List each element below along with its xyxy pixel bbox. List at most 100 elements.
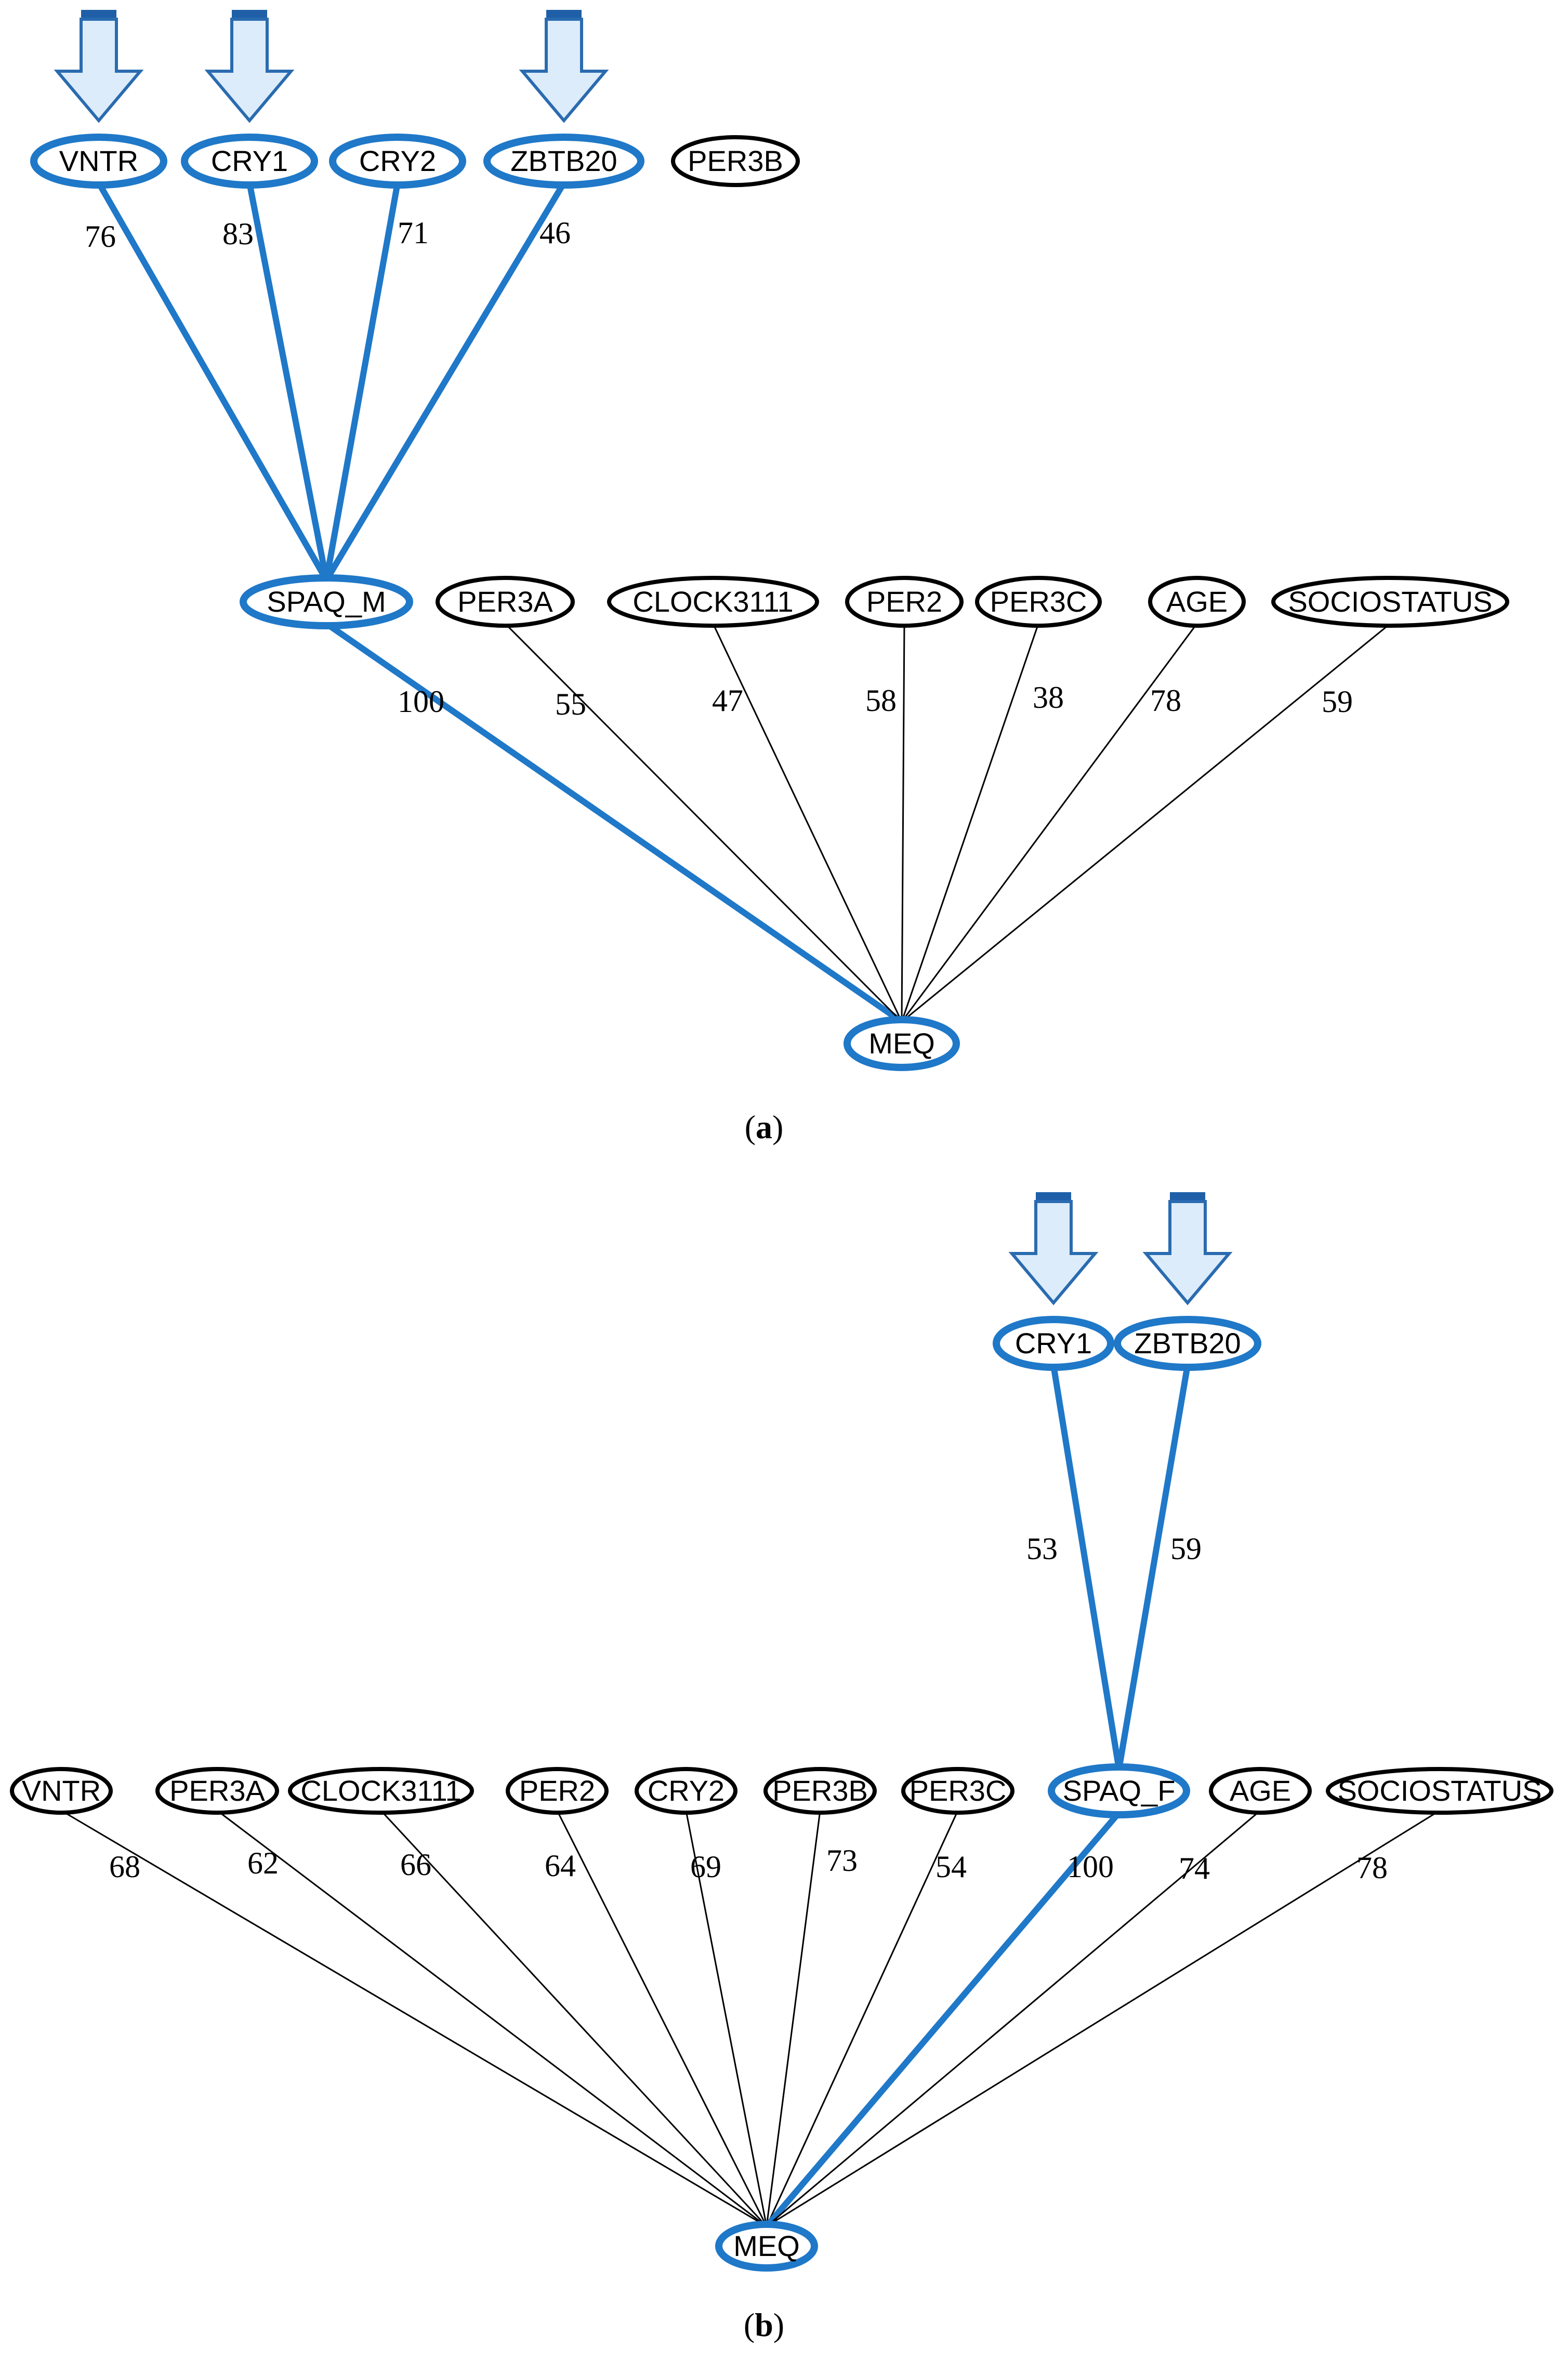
panel-b-caption: (b) — [744, 2306, 784, 2343]
panel-a-edge-weight-vntr-to-spaq-m: 76 — [85, 219, 116, 254]
panel-a-edge-per3c-to-meq — [901, 623, 1039, 1023]
arrows-layer — [54, 10, 1233, 1305]
panel-b-edge-zbtb20-to-spaq-f — [1116, 1362, 1191, 1772]
panel-a-caption: (a) — [745, 1109, 784, 1145]
edges-layer — [60, 180, 1441, 2229]
panel-b-node-zbtb20: ZBTB20 — [1114, 1316, 1261, 1371]
panel-a-node-cry1: CRY1 — [181, 134, 318, 189]
panel-a-edge-weight-cry2-to-spaq-m: 71 — [398, 216, 429, 250]
panel-a-node-label-cry2: CRY2 — [359, 144, 436, 177]
panel-b-edge-per3c-to-meq — [766, 1810, 959, 2227]
panel-a-node-label-vntr: VNTR — [59, 144, 138, 177]
panel-a-edge-weight-zbtb20-to-spaq-m: 46 — [539, 216, 571, 250]
panel-b-node-per3c: PER3C — [901, 1767, 1014, 1815]
panel-b-edge-weight-spaq-f-to-meq: 100 — [1067, 1850, 1114, 1884]
panel-b-node-label-per3b: PER3B — [772, 1774, 868, 1807]
panel-a-node-label-sociostatus: SOCIOSTATUS — [1288, 585, 1492, 618]
panel-b-node-label-sociostatus: SOCIOSTATUS — [1337, 1774, 1541, 1807]
panel-b-edge-weight-per3b-to-meq: 73 — [826, 1843, 858, 1878]
panel-a-node-per3b: PER3B — [671, 135, 800, 187]
panel-b-node-label-per2: PER2 — [519, 1774, 595, 1807]
panel-a-edge-cry2-to-spaq-m — [323, 180, 401, 583]
panel-a-node-zbtb20: ZBTB20 — [483, 134, 644, 189]
panel-b-node-spaq-f: SPAQ_F — [1048, 1763, 1190, 1818]
panel-a-edge-weight-sociostatus-to-meq: 59 — [1322, 684, 1353, 719]
panel-b-node-per3b: PER3B — [763, 1767, 877, 1815]
panel-a-edge-cry1-to-spaq-m — [246, 180, 330, 583]
panel-a-node-clock3111: CLOCK3111 — [607, 576, 819, 628]
panel-b-edge-vntr-to-meq — [60, 1810, 768, 2227]
panel-b-edge-per2-to-meq — [556, 1810, 768, 2227]
panel-a-vntr-input-arrow-icon — [54, 10, 144, 123]
panel-b-node-sociostatus: SOCIOSTATUS — [1326, 1767, 1553, 1815]
panel-b-node-label-zbtb20: ZBTB20 — [1134, 1327, 1241, 1360]
panel-a-edge-weight-age-to-meq: 78 — [1150, 683, 1181, 718]
panel-a-edge-per2-to-meq — [901, 623, 905, 1023]
panel-a-node-label-meq: MEQ — [868, 1027, 935, 1060]
panel-b-edge-weight-clock3111-to-meq: 66 — [400, 1848, 431, 1882]
panel-b-edge-weight-per3c-to-meq: 54 — [935, 1850, 967, 1884]
panel-b-cry1-input-arrow-icon — [1008, 1192, 1099, 1305]
panel-a-edge-vntr-to-spaq-m — [96, 180, 330, 583]
panel-b-node-label-cry2: CRY2 — [648, 1774, 724, 1807]
panel-b-edge-clock3111-to-meq — [380, 1810, 768, 2227]
panel-b-node-per2: PER2 — [506, 1767, 609, 1815]
panel-a-node-sociostatus: SOCIOSTATUS — [1271, 576, 1509, 628]
panel-b-zbtb20-input-arrow-icon — [1142, 1192, 1233, 1305]
panel-b-edge-cry1-to-spaq-f — [1050, 1362, 1122, 1772]
panel-b-edge-weight-cry2-to-meq: 69 — [690, 1850, 721, 1884]
panel-a-edge-weight-spaq-m-to-meq: 100 — [398, 684, 444, 719]
panel-a-node-label-spaq-m: SPAQ_M — [267, 585, 386, 618]
panel-a-edge-weight-clock3111-to-meq: 47 — [712, 683, 743, 718]
panel-a-edge-weight-per3c-to-meq: 38 — [1033, 680, 1064, 715]
panel-a-node-label-per3b: PER3B — [688, 144, 783, 177]
panel-a-edge-weight-per3a-to-meq: 55 — [555, 687, 586, 721]
panel-a-edge-sociostatus-to-meq — [901, 623, 1391, 1023]
panel-b-node-label-age: AGE — [1230, 1774, 1291, 1807]
panel-b-edge-weight-sociostatus-to-meq: 78 — [1356, 1851, 1388, 1885]
panel-b-edge-weight-cry1-to-spaq-f: 53 — [1026, 1532, 1058, 1566]
panel-a-node-vntr: VNTR — [30, 134, 167, 189]
panel-a-node-label-cry1: CRY1 — [211, 144, 288, 177]
panel-b-node-label-clock3111: CLOCK3111 — [300, 1774, 461, 1807]
panel-b-node-cry2: CRY2 — [635, 1767, 737, 1815]
panel-a-edge-per3a-to-meq — [504, 623, 903, 1023]
panel-b-edge-weight-per3a-to-meq: 62 — [247, 1846, 279, 1880]
panel-a-edge-age-to-meq — [901, 623, 1198, 1023]
panel-b-edge-weight-zbtb20-to-spaq-f: 59 — [1170, 1532, 1202, 1566]
panel-a-cry1-input-arrow-icon — [204, 10, 295, 123]
panel-b-edge-weight-vntr-to-meq: 68 — [109, 1850, 140, 1884]
panel-b-edge-spaq-f-to-meq — [763, 1810, 1122, 2229]
panel-b-edge-per3a-to-meq — [216, 1810, 768, 2227]
panel-a-node-per3a: PER3A — [436, 576, 575, 628]
panel-b-edge-weight-age-to-meq: 74 — [1179, 1851, 1210, 1885]
panel-a-node-meq: MEQ — [844, 1016, 960, 1071]
panel-b-node-label-spaq-f: SPAQ_F — [1063, 1774, 1176, 1807]
panel-a-node-label-per3a: PER3A — [457, 585, 553, 618]
panel-b-edge-cry2-to-meq — [685, 1810, 768, 2227]
panel-b-node-per3a: PER3A — [155, 1767, 279, 1815]
panel-a-zbtb20-input-arrow-icon — [519, 10, 609, 123]
panel-a-node-label-clock3111: CLOCK3111 — [633, 585, 793, 618]
panel-b-node-clock3111: CLOCK3111 — [288, 1767, 474, 1815]
panel-a-edge-weight-per2-to-meq: 58 — [865, 683, 897, 718]
panel-b-edge-per3b-to-meq — [766, 1810, 821, 2227]
panel-a-node-label-zbtb20: ZBTB20 — [510, 144, 617, 177]
panel-b-node-label-meq: MEQ — [733, 2229, 800, 2262]
panel-a-node-label-per3c: PER3C — [990, 585, 1087, 618]
panel-b-edge-sociostatus-to-meq — [766, 1810, 1441, 2227]
panel-b-node-label-vntr: VNTR — [22, 1774, 101, 1807]
panel-b-node-label-per3a: PER3A — [169, 1774, 265, 1807]
panel-a-node-spaq-m: SPAQ_M — [240, 574, 413, 629]
panel-b-node-label-per3c: PER3C — [910, 1774, 1007, 1807]
panel-b-node-label-cry1: CRY1 — [1015, 1327, 1092, 1360]
panel-b-node-vntr: VNTR — [10, 1767, 113, 1815]
panel-a-edge-zbtb20-to-spaq-m — [323, 180, 567, 583]
panel-b-node-age: AGE — [1209, 1767, 1312, 1815]
panel-a-edge-spaq-m-to-meq — [323, 621, 905, 1025]
panel-a-node-cry2: CRY2 — [329, 134, 466, 189]
panel-b-node-meq: MEQ — [715, 2221, 818, 2272]
panel-a-node-per3c: PER3C — [975, 576, 1102, 628]
